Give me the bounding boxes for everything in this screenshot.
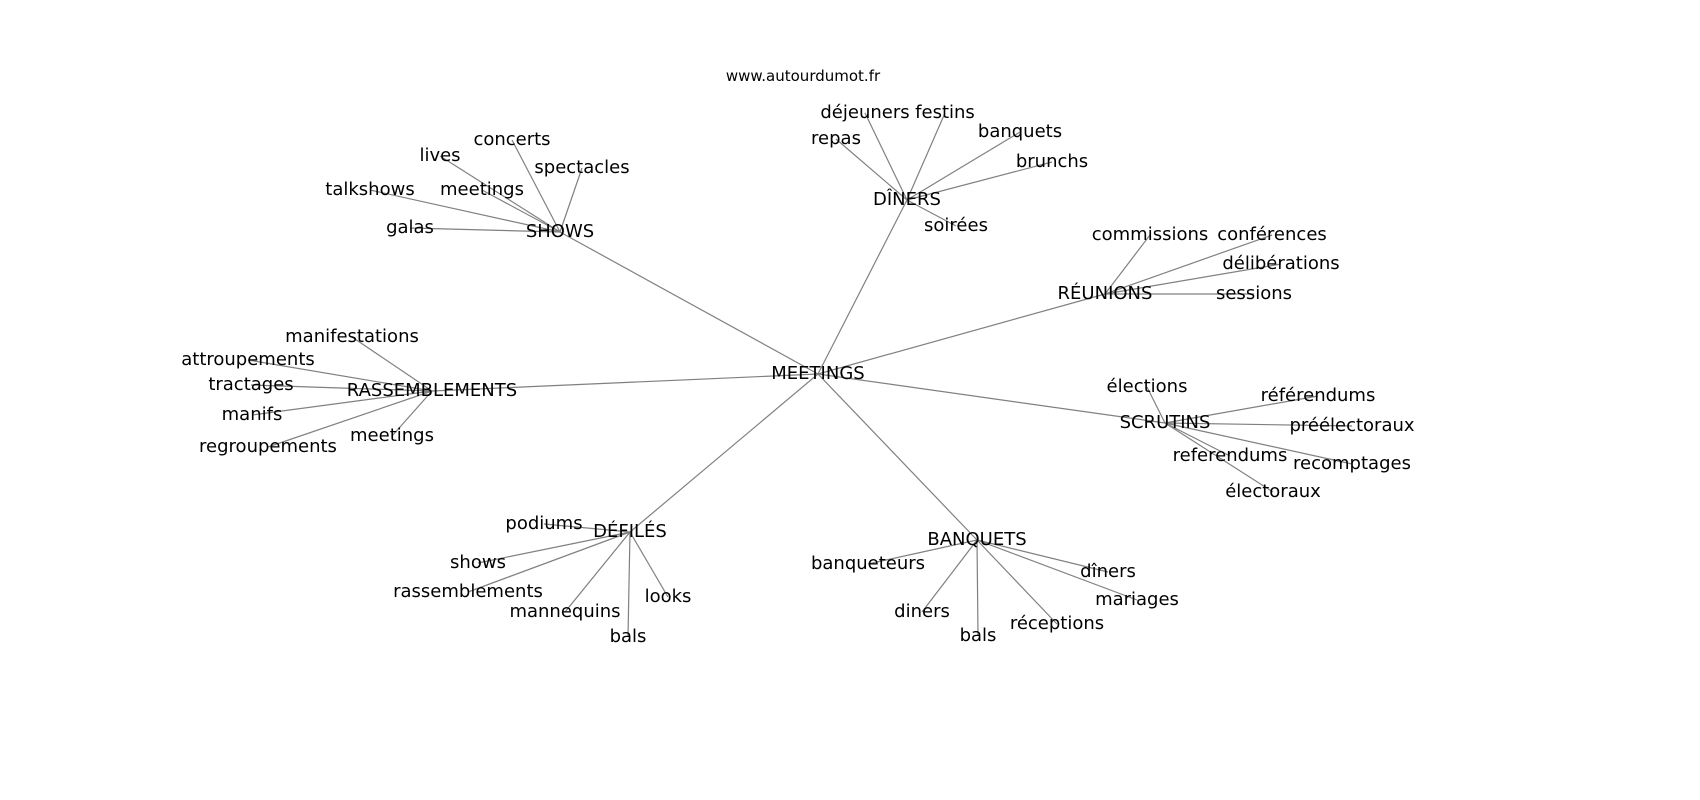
group-node-label: DÉFILÉS <box>593 520 667 542</box>
word-node-label: mannequins <box>509 601 620 622</box>
word-node-label: podiums <box>505 513 582 534</box>
edge-group-to-word <box>864 112 908 201</box>
word-node-label: préélectoraux <box>1289 415 1414 436</box>
edge-group-to-word <box>1164 422 1353 427</box>
edge-group-to-word <box>1104 234 1273 295</box>
group-node-label: RASSEMBLEMENTS <box>347 380 517 401</box>
word-node-label: looks <box>645 586 692 607</box>
word-node-label: électoraux <box>1225 481 1321 502</box>
word-node-label: sessions <box>1216 283 1292 304</box>
edge-group-to-word <box>564 531 631 613</box>
root-node-label: MEETINGS <box>771 363 864 384</box>
edge-group-to-word <box>250 384 433 392</box>
edge-group-to-word <box>251 390 433 416</box>
word-node-label: dîners <box>1080 561 1136 582</box>
edge-root-to-group <box>817 373 1166 424</box>
word-node-label: banquets <box>978 121 1062 142</box>
edge-group-to-word <box>467 531 631 593</box>
word-node-label: délibérations <box>1222 253 1339 274</box>
word-node-label: repas <box>811 128 861 149</box>
word-node-label: conférences <box>1217 224 1327 245</box>
group-node-label: BANQUETS <box>927 529 1026 550</box>
edge-group-to-word <box>351 336 433 392</box>
word-node-label: meetings <box>440 179 524 200</box>
group-node-label: SCRUTINS <box>1120 412 1211 433</box>
word-node-label: galas <box>386 217 434 238</box>
word-node-label: diners <box>894 601 950 622</box>
edge-group-to-word <box>1164 395 1319 424</box>
edge-group-to-word <box>247 359 433 392</box>
edge-group-to-word <box>867 539 978 565</box>
edge-group-to-word <box>627 531 631 638</box>
edge-root-to-group <box>431 373 819 392</box>
word-node-label: bals <box>610 626 647 647</box>
edge-group-to-word <box>511 139 561 233</box>
edge-group-to-word <box>267 390 433 448</box>
edge-group-to-word <box>976 539 1058 625</box>
edge-group-to-word <box>391 390 433 437</box>
word-node-label: banqueteurs <box>811 553 925 574</box>
word-node-label: spectacles <box>534 157 629 178</box>
edge-group-to-word <box>439 155 561 233</box>
edge-group-to-word <box>1104 234 1151 295</box>
word-node-label: soirées <box>924 215 988 236</box>
word-node-label: tractages <box>208 374 293 395</box>
group-node-label: DÎNERS <box>873 188 941 210</box>
word-node-label: festins <box>915 102 975 123</box>
word-node-label: mariages <box>1095 589 1179 610</box>
edge-group-to-word <box>921 539 978 613</box>
word-node-label: attroupements <box>181 349 315 370</box>
word-node-label: talkshows <box>325 179 414 200</box>
word-node-label: brunchs <box>1016 151 1088 172</box>
word-node-label: concerts <box>473 129 550 150</box>
word-node-label: commissions <box>1092 224 1209 245</box>
word-node-label: referendums <box>1173 445 1288 466</box>
edge-root-to-group <box>629 373 819 533</box>
edge-group-to-word <box>1146 386 1166 424</box>
word-node-label: shows <box>450 552 506 573</box>
edge-group-to-word <box>906 112 946 201</box>
edge-group-to-word <box>1104 263 1282 295</box>
edge-group-to-word <box>976 539 1138 601</box>
word-node-label: manifestations <box>285 326 419 347</box>
group-node-label: SHOWS <box>526 221 594 242</box>
edge-group-to-word <box>481 189 561 233</box>
edge-group-to-word <box>835 138 908 201</box>
edge-root-to-group <box>817 293 1106 375</box>
edge-group-to-word <box>543 523 631 533</box>
edge-root-to-group <box>559 231 819 375</box>
word-node-label: rassemblements <box>393 581 543 602</box>
edge-group-to-word <box>976 539 1109 573</box>
edge-root-to-group <box>817 199 908 375</box>
edge-group-to-word <box>976 539 979 637</box>
word-node-label: meetings <box>350 425 434 446</box>
edge-group-to-word <box>1164 422 1353 465</box>
word-node-label: référendums <box>1261 385 1376 406</box>
word-node-label: bals <box>960 625 997 646</box>
word-node-label: manifs <box>222 404 283 425</box>
edge-group-to-word <box>906 131 1021 201</box>
word-node-label: regroupements <box>199 436 337 457</box>
word-node-label: lives <box>419 145 460 166</box>
edge-group-to-word <box>906 199 957 227</box>
group-node-label: RÉUNIONS <box>1058 282 1153 304</box>
word-node-label: élections <box>1107 376 1188 397</box>
word-node-label: réceptions <box>1010 613 1104 634</box>
site-title: www.autourdumot.fr <box>726 67 881 85</box>
edge-group-to-word <box>559 167 583 233</box>
word-node-label: recomptages <box>1293 453 1411 474</box>
edge-group-to-word <box>409 227 561 233</box>
edge-group-to-word <box>629 531 669 598</box>
edge-group-to-word <box>477 531 631 564</box>
word-node-label: déjeuners <box>820 102 909 123</box>
edge-root-to-group <box>817 373 978 541</box>
edge-group-to-word <box>1164 422 1274 493</box>
edge-group-to-word <box>369 189 561 233</box>
edge-group-to-word <box>1164 422 1231 457</box>
edge-group-to-word <box>906 161 1053 201</box>
